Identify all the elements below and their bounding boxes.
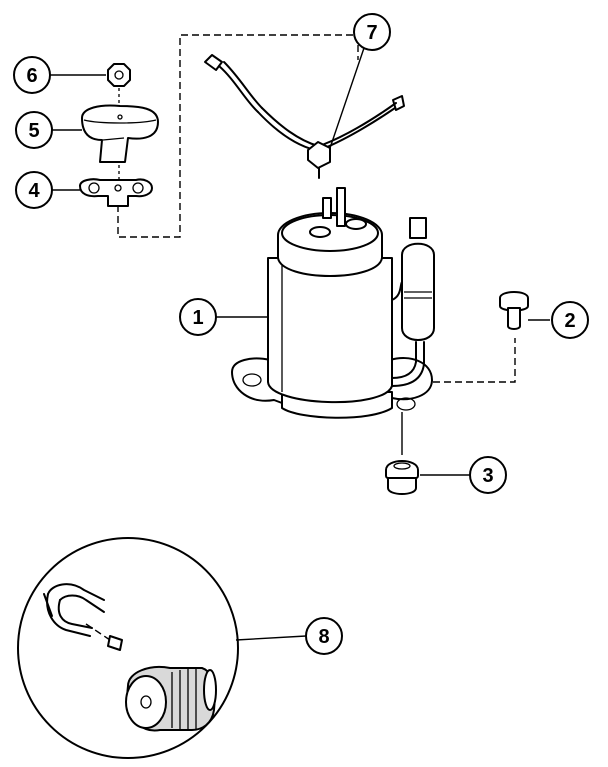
callout-5-label: 5	[28, 120, 39, 142]
callout-8: 8	[305, 617, 343, 655]
callout-3: 3	[469, 456, 507, 494]
callout-1: 1	[179, 298, 217, 336]
screw-part	[499, 291, 529, 330]
overload-cover-part	[81, 104, 159, 180]
callout-6-label: 6	[26, 65, 37, 87]
grommet-part	[385, 412, 419, 495]
bracket-part	[79, 178, 153, 207]
leader-lines	[50, 47, 550, 641]
callout-7-label: 7	[366, 22, 377, 44]
callout-8-label: 8	[318, 626, 329, 648]
compressor-part	[231, 187, 435, 419]
callout-2: 2	[551, 301, 589, 339]
callout-5: 5	[15, 111, 53, 149]
callout-4-label: 4	[28, 180, 40, 202]
callout-2-label: 2	[564, 310, 575, 332]
callout-3-label: 3	[482, 465, 493, 487]
callout-1-label: 1	[192, 307, 203, 329]
detail-view-part	[17, 537, 239, 759]
callout-4: 4	[15, 171, 53, 209]
callout-7: 7	[353, 13, 391, 51]
callout-6: 6	[13, 56, 51, 94]
nut-part	[107, 63, 131, 108]
wire-harness-part	[204, 54, 405, 179]
